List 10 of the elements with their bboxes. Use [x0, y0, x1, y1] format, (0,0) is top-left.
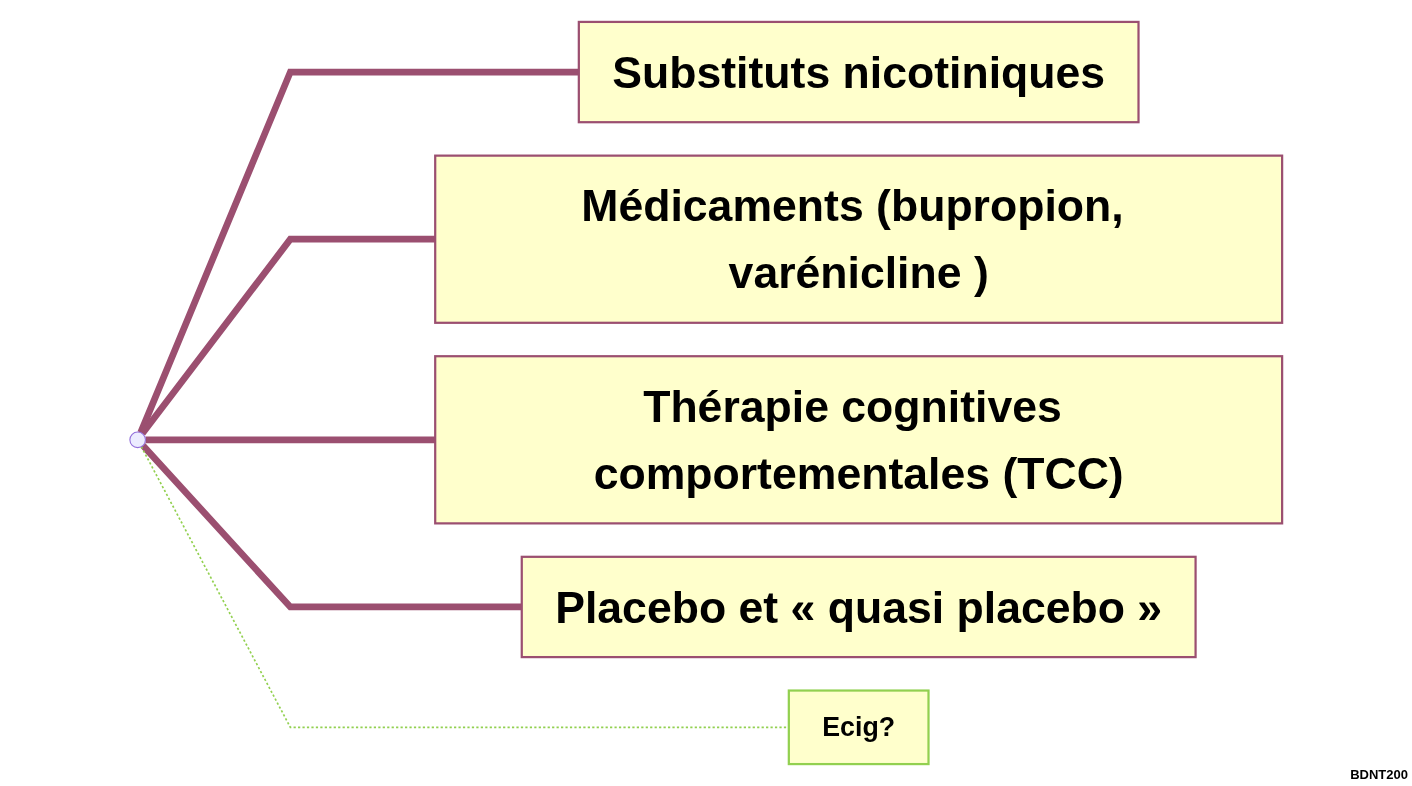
text-box: Ecig?	[787, 689, 930, 766]
connector-line	[140, 443, 522, 611]
text-box: Placebo et « quasi placebo »	[520, 555, 1197, 659]
connector-line	[145, 436, 436, 444]
text-box: Médicaments (bupropion, varénicline )	[434, 154, 1284, 324]
source-note: BDNT200	[1350, 767, 1408, 782]
text-box: Substituts nicotiniques	[577, 20, 1140, 124]
connector-line	[137, 68, 579, 434]
connector-line	[139, 235, 436, 436]
text-box: Thérapie cognitives comportementales (TCC)	[434, 355, 1284, 525]
